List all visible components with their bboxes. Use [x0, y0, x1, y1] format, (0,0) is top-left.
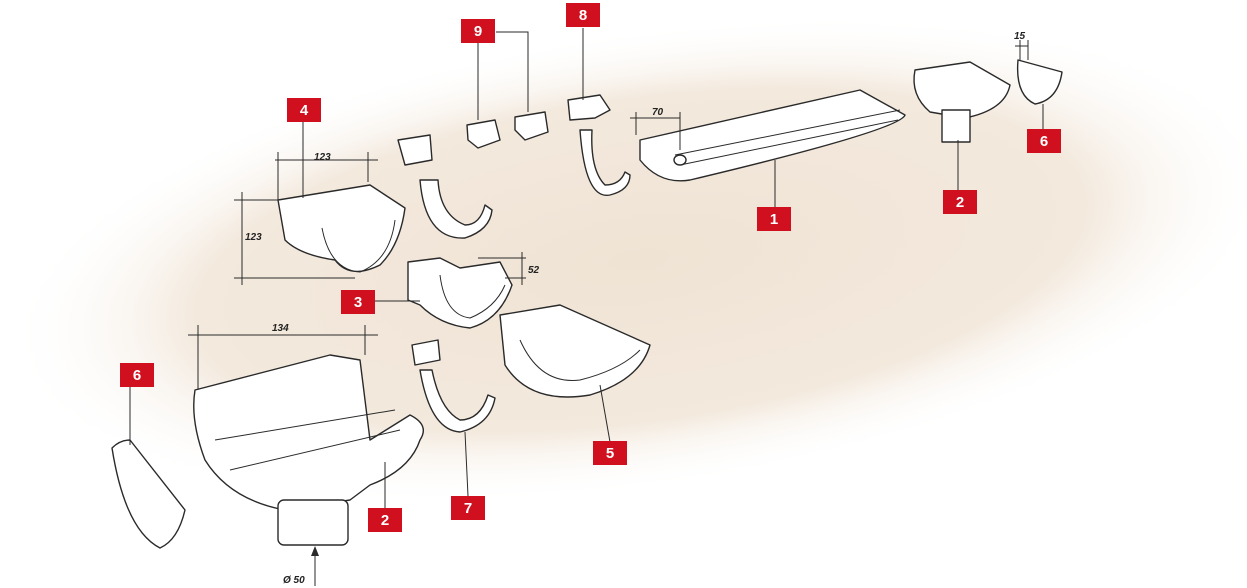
- dimension-15: 15: [1014, 31, 1026, 42]
- corner-part-4: [234, 122, 406, 285]
- end-cap-part-6-right: [1015, 40, 1063, 130]
- part-badge-4: 4: [287, 98, 321, 122]
- gutter-part-1: [630, 89, 906, 210]
- bracket-hook: [397, 134, 493, 239]
- dimension-123-width: 123: [314, 152, 331, 163]
- part-badge-7: 7: [451, 496, 485, 520]
- part-badge-6-right: 6: [1027, 129, 1061, 153]
- outlet-part-2-bottom: [188, 325, 424, 586]
- bracket-part-8: [567, 28, 631, 196]
- part-badge-2-bottom: 2: [368, 508, 402, 532]
- dimension-123-height: 123: [245, 232, 262, 243]
- dimension-70: 70: [652, 107, 664, 118]
- dimension-134: 134: [272, 323, 289, 334]
- connector-part-3: [375, 252, 526, 329]
- dimension-diameter-50: Ø 50: [283, 575, 305, 586]
- part-badge-2-right: 2: [943, 190, 977, 214]
- part-badge-6-left: 6: [120, 363, 154, 387]
- end-cap-part-6-left: [111, 385, 186, 549]
- bracket-part-7: [411, 339, 496, 497]
- dimension-52: 52: [528, 265, 540, 276]
- bracket-part-9: [466, 31, 549, 149]
- angle-part-5: [499, 304, 651, 443]
- part-badge-3: 3: [341, 290, 375, 314]
- part-badge-9: 9: [461, 19, 495, 43]
- outlet-part-2-right: [913, 61, 1011, 192]
- part-badge-5: 5: [593, 441, 627, 465]
- part-badge-8: 8: [566, 3, 600, 27]
- part-badge-1: 1: [757, 207, 791, 231]
